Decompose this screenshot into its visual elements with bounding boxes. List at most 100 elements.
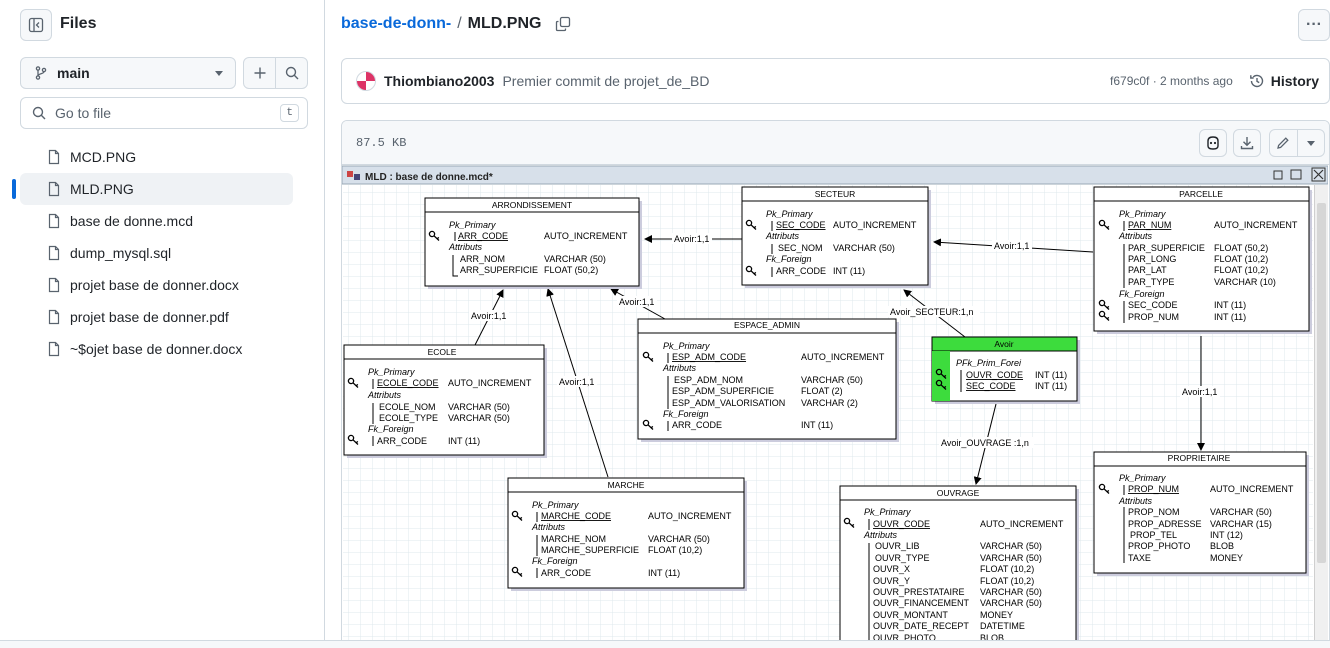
file-size: 87.5 KB (356, 135, 407, 150)
column-name: ARR_SUPERFICIE (460, 265, 538, 275)
column-type: VARCHAR (50) (544, 254, 606, 264)
column-type: INT (11) (1035, 370, 1067, 380)
column-type: AUTO_INCREMENT (448, 378, 532, 388)
breadcrumb: base-de-donn- / MLD.PNG (341, 15, 571, 33)
column-name: ARR_CODE (377, 436, 427, 446)
edit-options-dropdown[interactable] (1298, 130, 1325, 156)
commit-meta[interactable]: f679c0f · 2 months ago (1110, 74, 1233, 88)
entity-ecole: ECOLE Pk_Primary ECOLE_CODE AUTO_INCREME… (343, 344, 547, 458)
column-name: ESP_ADM_NOM (674, 375, 743, 385)
entity-title: MARCHE (608, 480, 645, 490)
commit-author[interactable]: Thiombiano2003 (384, 73, 495, 89)
window-maximize-icon[interactable] (1290, 169, 1302, 180)
column-name: ARR_CODE (541, 568, 591, 578)
attr-section-label: Attributs (765, 231, 800, 241)
column-type: INT (11) (1035, 381, 1067, 391)
column-name: SEC_CODE (966, 381, 1016, 391)
column-type: VARCHAR (50) (980, 598, 1042, 608)
pk-section-label: Pk_Primary (1119, 209, 1166, 219)
breadcrumb-repo-link[interactable]: base-de-donn- (341, 15, 452, 32)
window-restore-icon[interactable] (1273, 170, 1283, 180)
search-files-button[interactable] (276, 58, 307, 88)
column-name: ECOLE_CODE (377, 378, 439, 388)
entity-title: PARCELLE (1179, 189, 1223, 199)
column-name: PROP_NUM (1128, 312, 1179, 322)
file-item-sql[interactable]: dump_mysql.sql (20, 237, 293, 269)
pk-section-label: Pk_Primary (449, 220, 496, 230)
entity-espace-admin: ESPACE_ADMIN Pk_Primary ESP_ADM_CODE AUT… (637, 318, 899, 442)
file-item-mcd-png[interactable]: MCD.PNG (20, 141, 293, 173)
column-type: AUTO_INCREMENT (980, 519, 1064, 529)
file-item-pdf[interactable]: projet base de donner.pdf (20, 301, 293, 333)
file-item-mld-png[interactable]: MLD.PNG (12, 173, 293, 205)
pk-section-label: PFk_Prim_Forei (956, 358, 1022, 368)
fk-section-label: Fk_Foreign (368, 424, 414, 434)
column-name: ARR_NOM (460, 254, 505, 264)
download-button[interactable] (1233, 129, 1261, 157)
fk-section-label: Fk_Foreign (766, 254, 812, 264)
column-name: OUVR_CODE (873, 519, 930, 529)
file-item-docx[interactable]: projet base de donner.docx (20, 269, 293, 301)
column-type: FLOAT (50,2) (544, 265, 598, 275)
column-type: AUTO_INCREMENT (833, 220, 917, 230)
file-name: ~$ojet base de donner.docx (70, 341, 243, 357)
history-button[interactable]: History (1249, 73, 1319, 89)
file-name: MCD.PNG (70, 149, 137, 165)
column-name: OUVR_PRESTATAIRE (873, 587, 965, 597)
column-name: PROP_ADRESSE (1128, 519, 1202, 529)
column-type: FLOAT (10,2) (980, 576, 1034, 586)
copy-path-button[interactable] (555, 16, 571, 32)
pk-section-label: Pk_Primary (368, 367, 415, 377)
column-name: SEC_CODE (1128, 300, 1178, 310)
fk-section-label: Fk_Foreign (663, 409, 709, 419)
relation-label: Avoir:1,1 (994, 241, 1029, 251)
relation-label: Avoir:1,1 (559, 377, 594, 387)
file-icon (46, 213, 62, 229)
file-name: dump_mysql.sql (70, 245, 172, 261)
mld-diagram: MLD : base de donne.mcd* Avoir:1,1 Avoir… (342, 165, 1328, 648)
file-icon (46, 181, 62, 197)
column-type: AUTO_INCREMENT (1214, 220, 1298, 230)
column-type: VARCHAR (50) (980, 553, 1042, 563)
search-icon (32, 106, 46, 120)
author-avatar[interactable] (356, 71, 376, 91)
chevron-down-icon (1306, 140, 1315, 146)
branch-selector[interactable]: main (20, 57, 236, 89)
diagram-vertical-scrollbar[interactable] (1314, 185, 1328, 648)
edit-file-button[interactable] (1270, 130, 1298, 156)
file-list: MCD.PNG MLD.PNG base de donne.mcd dump_m… (12, 141, 293, 365)
file-viewer-header: 87.5 KB (342, 121, 1329, 165)
column-name: SEC_CODE (776, 220, 826, 230)
pk-section-label: Pk_Primary (532, 500, 579, 510)
copilot-button[interactable] (1199, 129, 1227, 157)
latest-commit-bar: Thiombiano2003 Premier commit de projet_… (341, 58, 1330, 104)
column-name: ECOLE_NOM (379, 402, 436, 412)
breadcrumb-file-name: MLD.PNG (467, 15, 542, 32)
file-viewer: 87.5 KB (341, 120, 1330, 648)
window-close-icon[interactable] (1311, 167, 1326, 182)
file-item-temp-docx[interactable]: ~$ojet base de donner.docx (20, 333, 293, 365)
entity-title: SECTEUR (815, 189, 856, 199)
column-name: PROP_PHOTO (1128, 541, 1190, 551)
column-type: FLOAT (10,2) (980, 564, 1034, 574)
column-type: BLOB (1210, 541, 1234, 551)
column-name: ESP_ADM_SUPERFICIE (672, 386, 774, 396)
column-type: INT (11) (1214, 300, 1246, 310)
column-type: MONEY (980, 610, 1013, 620)
add-file-button[interactable] (244, 58, 276, 88)
more-options-button[interactable]: ··· (1298, 9, 1330, 41)
commit-message[interactable]: Premier commit de projet_de_BD (502, 73, 710, 89)
go-to-file-input[interactable]: Go to file t (20, 97, 308, 129)
column-type: AUTO_INCREMENT (1210, 484, 1294, 494)
column-name: OUVR_LIB (875, 541, 920, 551)
copilot-icon (1207, 136, 1219, 150)
scrollbar-thumb[interactable] (1317, 203, 1326, 563)
file-item-mcd[interactable]: base de donne.mcd (20, 205, 293, 237)
file-name: projet base de donner.docx (70, 277, 239, 293)
download-icon (1240, 137, 1254, 150)
entity-title: ARRONDISSEMENT (492, 200, 572, 210)
entity-title: Avoir (994, 339, 1013, 349)
column-name: OUVR_DATE_RECEPT (873, 621, 969, 631)
collapse-sidebar-button[interactable] (20, 9, 52, 41)
column-name: OUVR_FINANCEMENT (873, 598, 970, 608)
